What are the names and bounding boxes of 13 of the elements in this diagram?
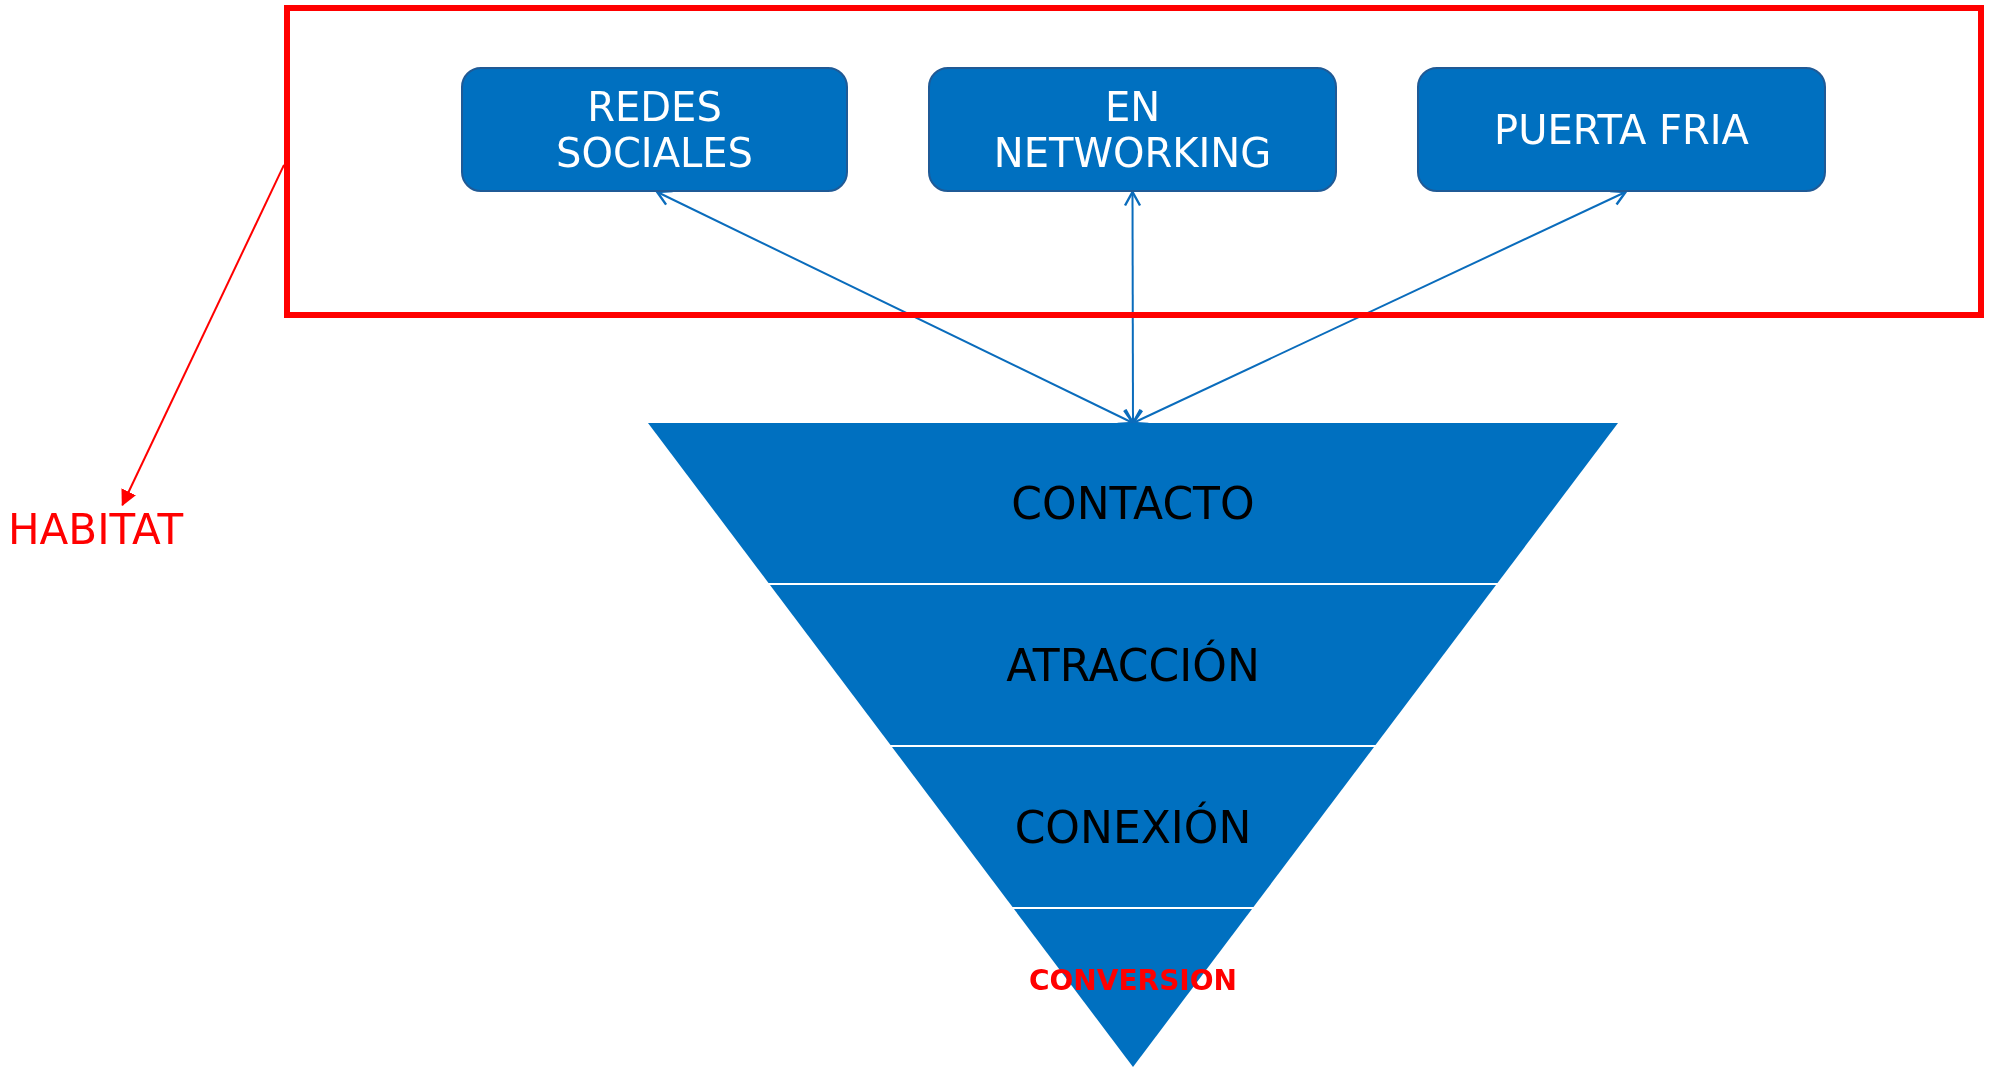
node-label: CONEXIÓN xyxy=(1013,801,1253,853)
node-label: PUERTA FRIA xyxy=(1493,106,1750,153)
rounded-box xyxy=(461,67,848,192)
rounded-box xyxy=(1417,67,1826,192)
node-label: REDES SOCIALES xyxy=(555,83,754,176)
node-label: EN NETWORKING xyxy=(992,83,1273,176)
highlight-frame xyxy=(284,5,1984,318)
node-label: ATRACCIÓN xyxy=(1005,639,1261,691)
arrow xyxy=(121,163,285,507)
rounded-box xyxy=(928,67,1337,192)
callout-text: HABITAT xyxy=(8,505,184,554)
arrow xyxy=(1131,189,1627,426)
node-label: CONTACTO xyxy=(1010,477,1256,529)
